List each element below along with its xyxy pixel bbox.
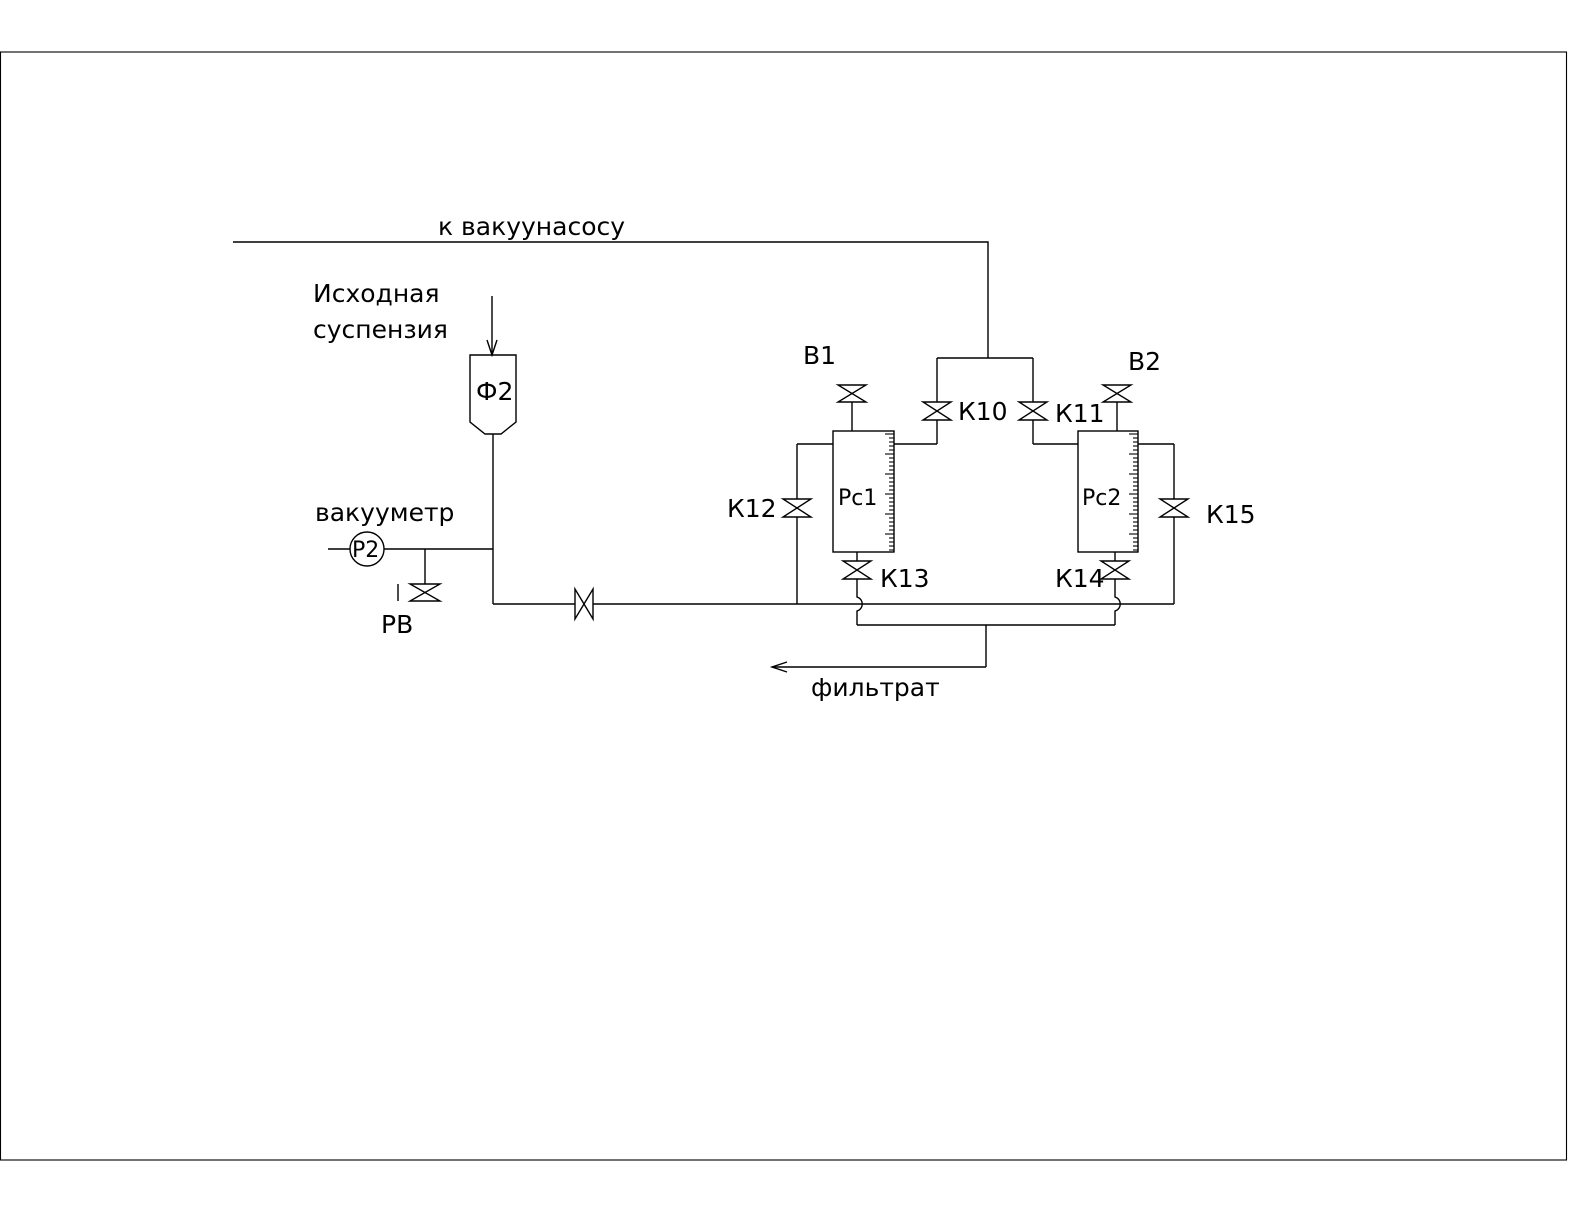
receiver-pc2-scale	[1129, 433, 1138, 551]
valve-k10	[920, 401, 954, 421]
filter-f2-label: Ф2	[476, 377, 513, 406]
filtrate-label: фильтрат	[811, 673, 940, 702]
feed-label-line1: Исходная	[313, 279, 440, 308]
receiver-pc2-label: Рс2	[1082, 486, 1121, 511]
bypass-k12	[780, 443, 833, 604]
valve-k13-label: К13	[880, 564, 930, 593]
receiver-pc1-scale	[885, 433, 894, 551]
vacuum-gauge-branch	[328, 548, 493, 601]
main-line-valve	[574, 586, 594, 622]
valve-k10-label: К10	[958, 397, 1008, 426]
filter-outlet-pipe	[492, 434, 1174, 605]
valve-k15-label: К15	[1206, 500, 1256, 529]
valve-k11	[1016, 401, 1050, 421]
valve-rv-label: РВ	[381, 610, 413, 639]
drawing-frame	[0, 51, 1568, 1161]
vacuum-gauge-p2-label: Р2	[352, 538, 379, 563]
valve-k14-label: К14	[1055, 564, 1105, 593]
vent-valve-b1-label: В1	[803, 341, 836, 370]
feed-label-line2: суспензия	[313, 315, 448, 344]
valve-k11-label: К11	[1055, 399, 1105, 428]
bypass-k15	[1138, 443, 1191, 604]
vent-valve-b1	[835, 384, 869, 431]
filtrate-collector	[769, 624, 1115, 673]
valve-rv	[407, 583, 443, 602]
feed-arrow	[486, 296, 498, 358]
vent-valve-b2-label: В2	[1128, 347, 1161, 376]
vacuum-gauge-p2	[349, 531, 385, 567]
receiver-pc2	[1077, 430, 1139, 553]
vacuum-pump-line	[233, 241, 1078, 445]
receiver-pc1	[832, 430, 895, 553]
valve-k12-label: К12	[727, 494, 777, 523]
drain-k14	[1098, 552, 1132, 625]
vacuum-pump-label: к вакуунасосу	[438, 212, 625, 241]
receiver-pc1-label: Рс1	[838, 486, 877, 511]
vacuum-gauge-label: вакууметр	[315, 498, 454, 527]
drain-k13	[840, 552, 874, 625]
filter-f2-vessel	[469, 354, 517, 435]
vent-valve-b2	[1100, 384, 1134, 431]
